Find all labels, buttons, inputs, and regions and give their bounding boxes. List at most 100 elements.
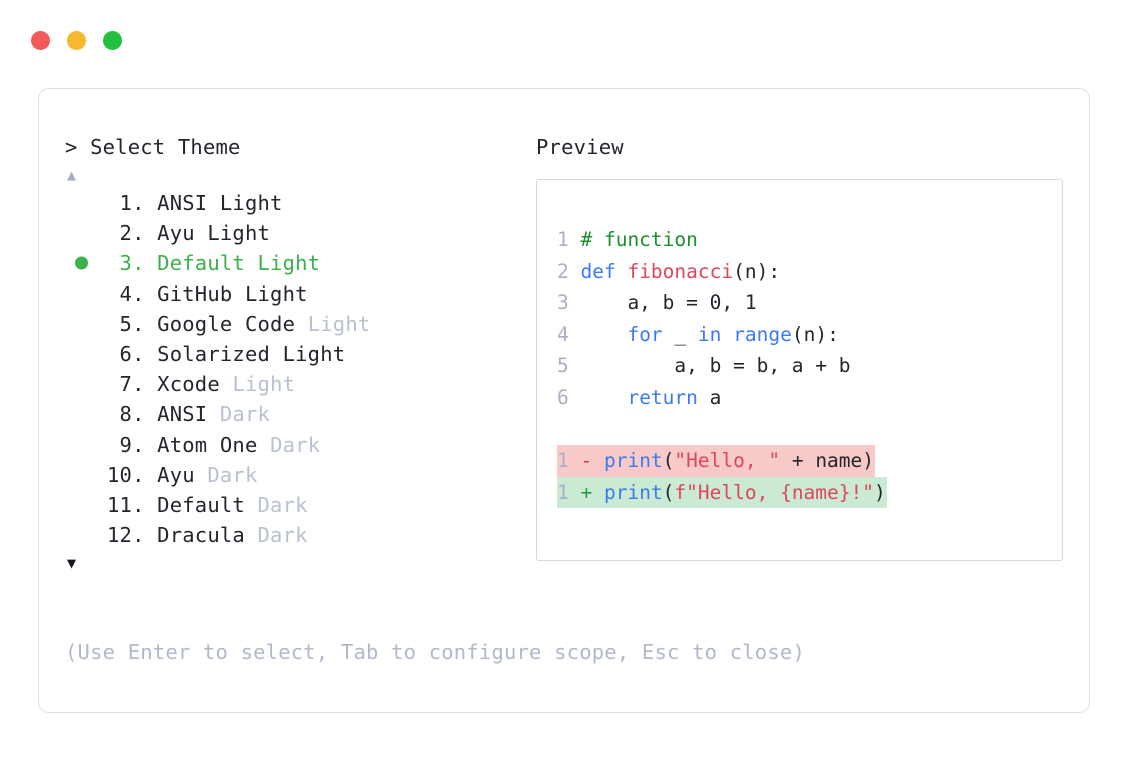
code-token: fibonacci (627, 259, 734, 283)
code-token: in (697, 322, 722, 346)
code-token: ( (662, 449, 675, 472)
theme-list: 1. ANSI Light 2. Ayu Light 3. Default Li… (65, 188, 535, 550)
theme-item-name: Default (157, 251, 258, 276)
theme-picker-panel: > Select Theme ▲ 1. ANSI Light 2. Ayu Li… (38, 88, 1090, 713)
theme-item-text: 1. ANSI Light (65, 188, 283, 218)
theme-item-variant: Dark (270, 432, 321, 457)
selection-bullet-slot (75, 197, 88, 210)
theme-item-index: 9. (107, 432, 158, 457)
code-token (721, 323, 733, 346)
diff-marker: - (580, 449, 604, 472)
theme-list-item[interactable]: 5. Google Code Light (65, 309, 535, 339)
theme-item-name: Default (157, 492, 258, 517)
code-token: for (627, 322, 663, 346)
selected-bullet-icon (75, 256, 88, 270)
theme-item-name: GitHub (157, 281, 245, 306)
theme-item-name: Ayu (157, 221, 208, 246)
minimize-button[interactable] (67, 31, 86, 50)
selection-bullet-slot (75, 468, 88, 481)
theme-list-item[interactable]: 7. Xcode Light (65, 369, 535, 399)
theme-list-item[interactable]: 8. ANSI Dark (65, 399, 535, 429)
theme-item-index: 7. (107, 372, 158, 397)
selection-bullet-slot (75, 438, 88, 451)
close-button[interactable] (31, 31, 50, 50)
theme-item-name: Dracula (157, 523, 258, 548)
selection-bullet-slot (75, 256, 88, 270)
scroll-down-icon[interactable]: ▼ (67, 554, 77, 573)
theme-list-item[interactable]: 2. Ayu Light (65, 218, 535, 248)
theme-item-variant: Dark (257, 492, 308, 517)
theme-item-text: 2. Ayu Light (65, 218, 270, 248)
code-line: 3 a, b = 0, 1 (537, 287, 1062, 319)
theme-item-index: 12. (107, 523, 158, 548)
diff-line: 1 - print("Hello, " + name) (537, 445, 1062, 477)
theme-item-name: Google Code (157, 311, 308, 336)
diff-highlight: 1 - print("Hello, " + name) (557, 445, 876, 477)
theme-list-item[interactable]: 10. Ayu Dark (65, 460, 535, 490)
code-token: a (697, 385, 722, 409)
selection-bullet-slot (75, 227, 88, 240)
theme-item-variant: Dark (207, 462, 258, 487)
theme-list-item[interactable]: 11. Default Dark (65, 490, 535, 520)
code-line: 4 for _ in range(n): (537, 319, 1062, 351)
scroll-up-icon[interactable]: ▲ (67, 166, 77, 184)
theme-item-text: 8. ANSI Dark (65, 399, 270, 429)
selection-bullet-slot (75, 378, 88, 391)
preview-title: Preview (536, 135, 624, 159)
theme-item-text: 7. Xcode Light (65, 369, 295, 399)
theme-item-variant: Light (282, 341, 346, 366)
code-token: a, b = 0, 1 (580, 291, 757, 314)
code-line: 2 def fibonacci(n): (537, 256, 1062, 288)
code-token: print (603, 480, 663, 504)
code-line: 6 return a (537, 382, 1062, 414)
window-traffic-lights (31, 31, 122, 50)
selection-bullet-slot (75, 348, 88, 361)
theme-list-item[interactable]: 12. Dracula Dark (65, 520, 535, 550)
code-token: ( (662, 480, 675, 504)
theme-list-item[interactable]: 1. ANSI Light (65, 188, 535, 218)
diff-line: 1 + print(f"Hello, {name}!") (537, 476, 1062, 508)
theme-item-text: 4. GitHub Light (65, 279, 308, 309)
code-token: _ (662, 322, 698, 346)
code-line-number: 1 (557, 228, 581, 251)
theme-item-text: 10. Ayu Dark (65, 460, 258, 490)
theme-item-text: 11. Default Dark (65, 490, 308, 520)
prompt-label: > Select Theme (65, 135, 241, 159)
theme-item-index: 3. (107, 251, 158, 276)
theme-item-text: 9. Atom One Dark (65, 430, 321, 460)
selection-bullet-slot (75, 498, 88, 511)
theme-item-index: 2. (107, 221, 158, 246)
theme-item-variant: Light (244, 281, 308, 306)
code-token: f"Hello, {name}!" (674, 480, 875, 504)
theme-item-variant: Light (207, 221, 271, 246)
theme-list-item[interactable]: 3. Default Light (65, 248, 535, 278)
code-line-number: 5 (557, 354, 581, 377)
code-line-number: 6 (557, 385, 581, 409)
theme-list-item[interactable]: 9. Atom One Dark (65, 430, 535, 460)
theme-item-text: 12. Dracula Dark (65, 520, 308, 550)
theme-item-index: 11. (107, 492, 158, 517)
diff-line-number: 1 (557, 449, 581, 472)
theme-item-variant: Light (219, 191, 283, 215)
code-token: (n): (733, 259, 781, 283)
theme-item-text: 5. Google Code Light (65, 309, 371, 339)
code-token: "Hello, " (674, 449, 781, 472)
theme-item-variant: Light (257, 251, 321, 276)
maximize-button[interactable] (103, 31, 122, 50)
theme-list-item[interactable]: 6. Solarized Light (65, 339, 535, 369)
theme-item-index: 8. (107, 402, 158, 427)
theme-item-name: Xcode (157, 372, 233, 397)
code-token (580, 323, 627, 346)
code-token (580, 386, 627, 409)
selection-bullet-slot (75, 317, 88, 330)
code-token: + name) (780, 449, 875, 472)
diff-marker: + (580, 480, 604, 504)
theme-item-index: 10. (107, 462, 158, 487)
theme-item-text: 6. Solarized Light (65, 339, 346, 369)
code-line-number: 2 (557, 259, 581, 283)
code-line: 1 # function (537, 224, 1062, 256)
theme-list-item[interactable]: 4. GitHub Light (65, 279, 535, 309)
